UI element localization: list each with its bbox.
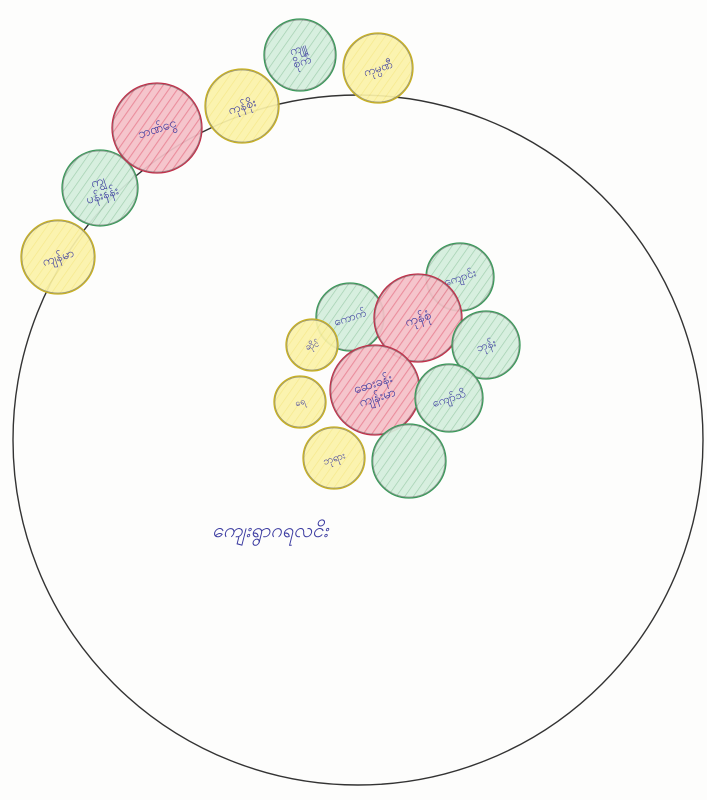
village-name-label: ကျေးရွာဂရလငိး (212, 518, 330, 546)
venn-node-outer-5: ကျူစိုက် (264, 19, 336, 91)
green-circle (372, 424, 446, 498)
venn-node-inner-4: ဆိုင် (286, 319, 338, 371)
venn-node-outer-1: ကျန်မာ (21, 220, 95, 294)
venn-nodes: ကျန်မာကျွပန်းနန်းဘဏ်ငွေကုန်စိုးကျူစိုက်က… (21, 19, 520, 498)
venn-node-inner-8: ရေ (274, 376, 326, 428)
venn-node-inner-7: ကျော်သိ (415, 364, 483, 432)
venn-node-outer-3: ဘဏ်ငွေ (112, 83, 202, 173)
venn-node-outer-6: ကုမ္ပဏီ (343, 33, 413, 103)
venn-node-inner-9: ဘုရား (303, 427, 365, 489)
venn-node-inner-10 (372, 424, 446, 498)
venn-node-outer-4: ကုန်စိုး (205, 69, 279, 143)
venn-node-inner-6: ဆေးခန်းကျန်းမာ (330, 345, 420, 435)
